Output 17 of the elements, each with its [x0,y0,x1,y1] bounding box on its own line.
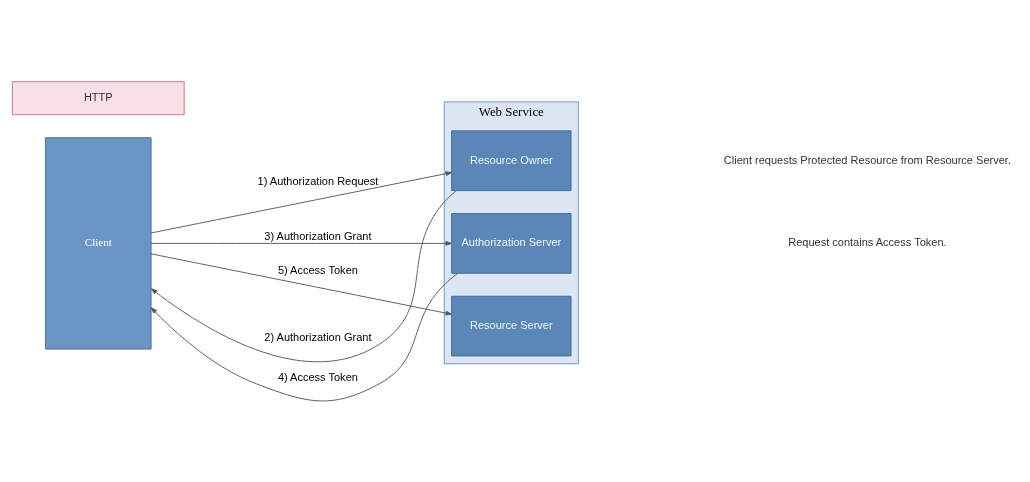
node-box: Resource Owner [451,129,572,191]
arrow [150,252,452,315]
node-box: Resource Server [451,295,572,356]
arrow [150,170,452,233]
node-box: Authorization Server [451,212,572,274]
label: Client requests Protected Resource from Resource Server. [723,153,1011,166]
arrow [150,240,452,246]
edge-label: 2) Authorization Grant [264,330,372,343]
node-box: Client [45,136,152,350]
edge-label: 3) Authorization Grant [264,229,372,242]
edge-label: 5) Access Token [277,263,358,276]
arrow [150,189,457,362]
arrow [150,272,458,401]
edge-label: 1) Authorization Request [257,174,379,187]
edge-label: 4) Access Token [277,370,358,383]
node-box: HTTP [11,80,185,115]
label: Request contains Access Token. [788,235,947,248]
